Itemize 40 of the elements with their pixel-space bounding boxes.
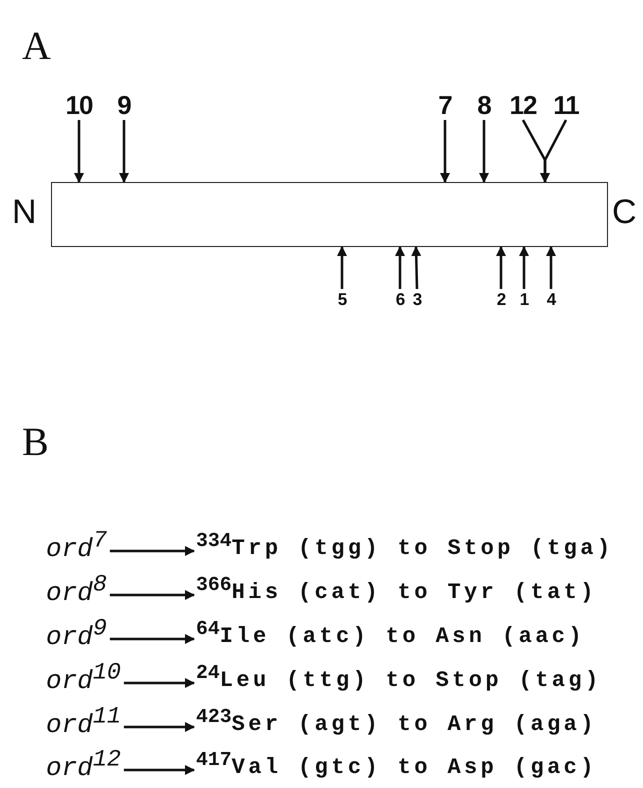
- arrow: [395, 246, 405, 289]
- mutation-number: 5: [333, 291, 351, 309]
- panel-letter: A: [22, 22, 51, 69]
- mutation-description: $^{24}$Leu (ttg) to Stop (tag): [196, 666, 641, 696]
- mutation-number: 10: [62, 92, 96, 118]
- arrow: [124, 722, 195, 732]
- mutation-number: 9: [110, 92, 138, 118]
- mutation-number: 6: [391, 291, 409, 309]
- mutation-number: 7: [431, 92, 459, 118]
- mutation-description: $^{64}$Ile (atc) to Asn (aac): [196, 622, 641, 652]
- arrow: [110, 634, 195, 644]
- arrow: [540, 119, 568, 183]
- arrow: [74, 120, 84, 183]
- mutation-number: 12: [505, 92, 541, 118]
- arrow: [496, 246, 506, 289]
- protein-bar: [51, 182, 608, 247]
- arrow: [124, 678, 195, 688]
- c-terminus-label: C: [612, 193, 637, 232]
- arrow: [124, 765, 195, 775]
- arrow: [519, 246, 529, 289]
- panel-letter: B: [22, 418, 49, 465]
- mutation-number: 4: [542, 291, 560, 309]
- arrow: [411, 246, 422, 290]
- arrow: [110, 590, 195, 600]
- mutation-description: $^{417}$Val (gtc) to Asp (gac): [196, 753, 641, 783]
- mutation-description: $^{423}$Ser (agt) to Arg (aga): [196, 710, 641, 740]
- mutation-description: $^{366}$His (cat) to Tyr (tat): [196, 578, 641, 608]
- mutation-number: 3: [408, 291, 426, 309]
- mutation-number: 2: [492, 291, 510, 309]
- mutation-number: 8: [470, 92, 498, 118]
- n-terminus-label: N: [12, 193, 37, 232]
- mutation-description: $^{334}$Trp (tgg) to Stop (tga): [196, 534, 641, 564]
- arrow: [119, 120, 129, 183]
- arrow: [440, 120, 450, 183]
- mutation-number: 11: [548, 92, 584, 118]
- arrow: [546, 246, 556, 289]
- arrow: [479, 120, 489, 183]
- arrow: [110, 546, 195, 556]
- arrow: [337, 246, 347, 289]
- mutation-number: 1: [515, 291, 533, 309]
